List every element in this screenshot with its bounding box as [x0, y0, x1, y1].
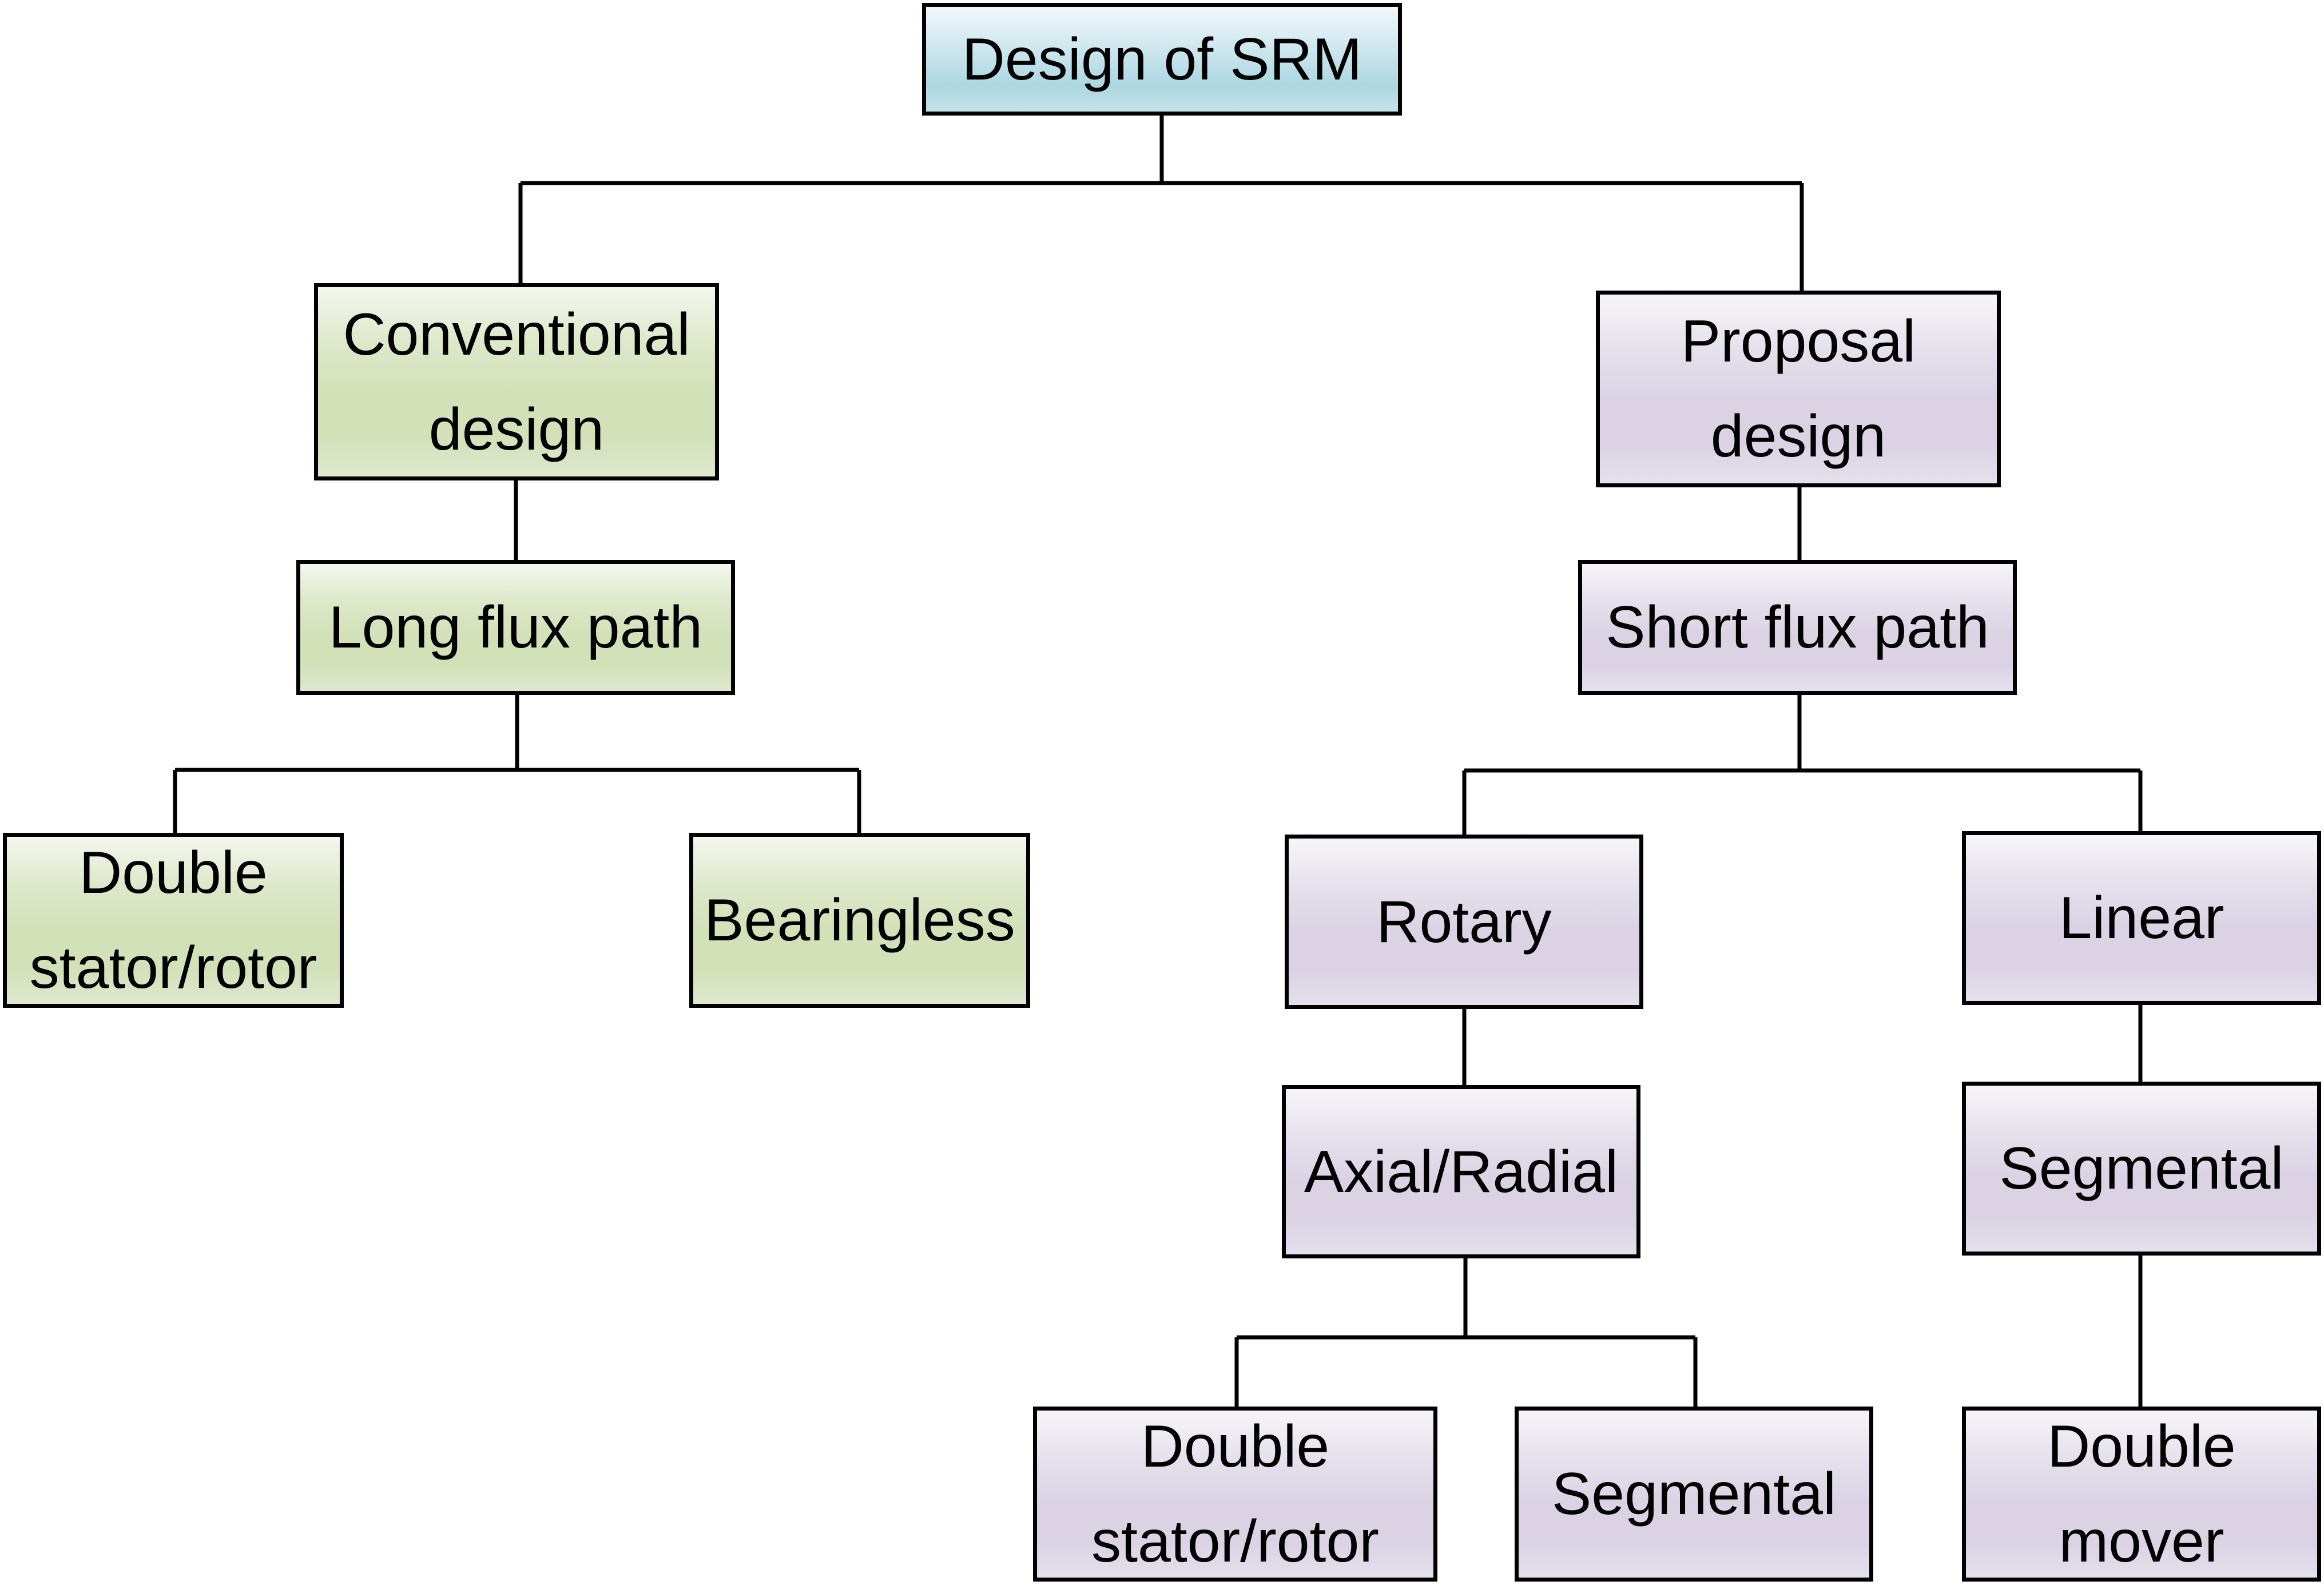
- node-conventional-design: Conventional design: [314, 283, 719, 480]
- node-rotary: Rotary: [1285, 835, 1643, 1009]
- node-double-stator-rotor-conventional: Double stator/rotor: [3, 833, 344, 1008]
- node-double-stator-rotor-rotary: Double stator/rotor: [1033, 1407, 1437, 1582]
- node-axial-radial: Axial/Radial: [1282, 1085, 1640, 1258]
- node-short-flux-path: Short flux path: [1578, 560, 2017, 695]
- connector-long-flux: [173, 695, 861, 833]
- node-proposal-design: Proposal design: [1596, 291, 2001, 487]
- connector-axial-radial: [1234, 1258, 1698, 1407]
- node-bearingless: Bearingless: [689, 833, 1030, 1008]
- connector-root: [518, 116, 1804, 291]
- node-segmental-linear: Segmental: [1962, 1082, 2321, 1256]
- connector-short-flux: [1462, 695, 2143, 835]
- node-linear: Linear: [1962, 831, 2321, 1005]
- node-design-of-srm: Design of SRM: [922, 3, 1402, 116]
- node-segmental-rotary: Segmental: [1515, 1407, 1873, 1582]
- node-long-flux-path: Long flux path: [296, 560, 735, 695]
- node-double-mover: Double mover: [1962, 1407, 2321, 1582]
